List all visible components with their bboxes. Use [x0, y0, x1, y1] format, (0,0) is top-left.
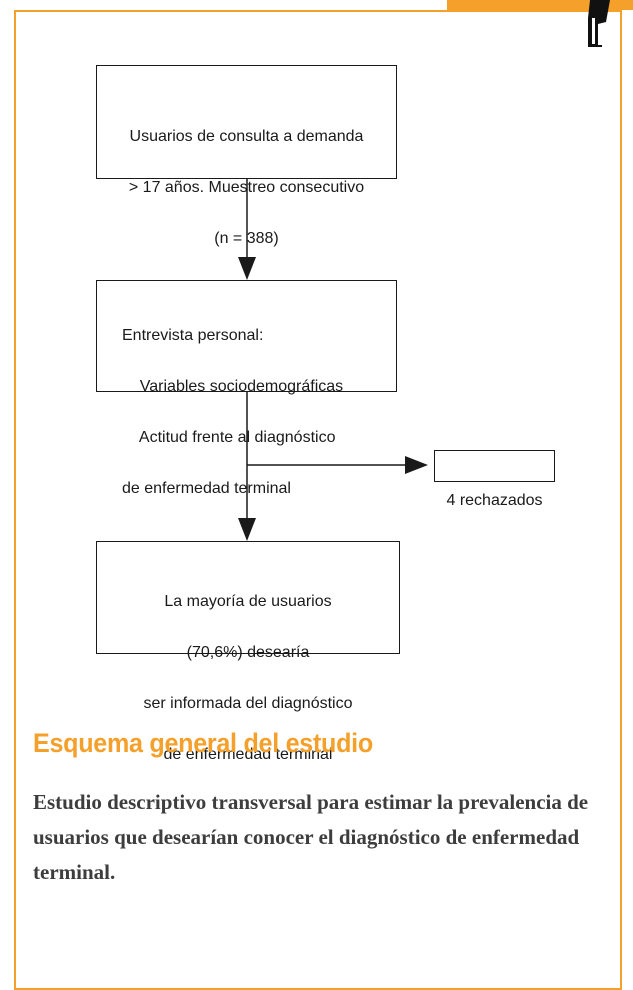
- sample-box: Usuarios de consulta a demanda > 17 años…: [96, 65, 397, 247]
- corner-accent-tab: [447, 0, 633, 10]
- rejected-box: 4 rechazados: [434, 450, 555, 509]
- rejected-label: 4 rechazados: [446, 492, 543, 509]
- interview-box: Entrevista personal: Variables sociodemo…: [96, 280, 397, 497]
- arrowhead-rejected: [405, 456, 428, 474]
- sample-line-2: > 17 años. Muestreo consecutivo: [128, 179, 365, 196]
- result-line-4: de enfermedad terminal: [163, 746, 333, 763]
- result-box: La mayoría de usuarios (70,6%) desearía …: [96, 541, 400, 763]
- result-line-1: La mayoría de usuarios: [164, 593, 332, 610]
- sample-line-3: (n = 388): [214, 230, 279, 247]
- arrowhead-box4: [238, 518, 256, 541]
- result-line-2: (70,6%) desearía: [186, 644, 310, 661]
- flow-arrows: [238, 179, 428, 541]
- interview-line-3: Actitud frente al diagnóstico: [122, 429, 336, 446]
- arrowhead-box2: [238, 257, 256, 280]
- result-line-3: ser informada del diagnóstico: [143, 695, 353, 712]
- interview-line-4: de enfermedad terminal: [122, 480, 291, 497]
- person-figure-icon: [588, 0, 610, 47]
- figure-description: Estudio descriptivo transversal para est…: [33, 790, 589, 884]
- interview-line-2: Variables sociodemográficas: [122, 378, 344, 395]
- interview-line-1: Entrevista personal:: [122, 327, 264, 344]
- figure-heading: Esquema general del estudio: [33, 728, 373, 758]
- sample-line-1: Usuarios de consulta a demanda: [129, 128, 364, 145]
